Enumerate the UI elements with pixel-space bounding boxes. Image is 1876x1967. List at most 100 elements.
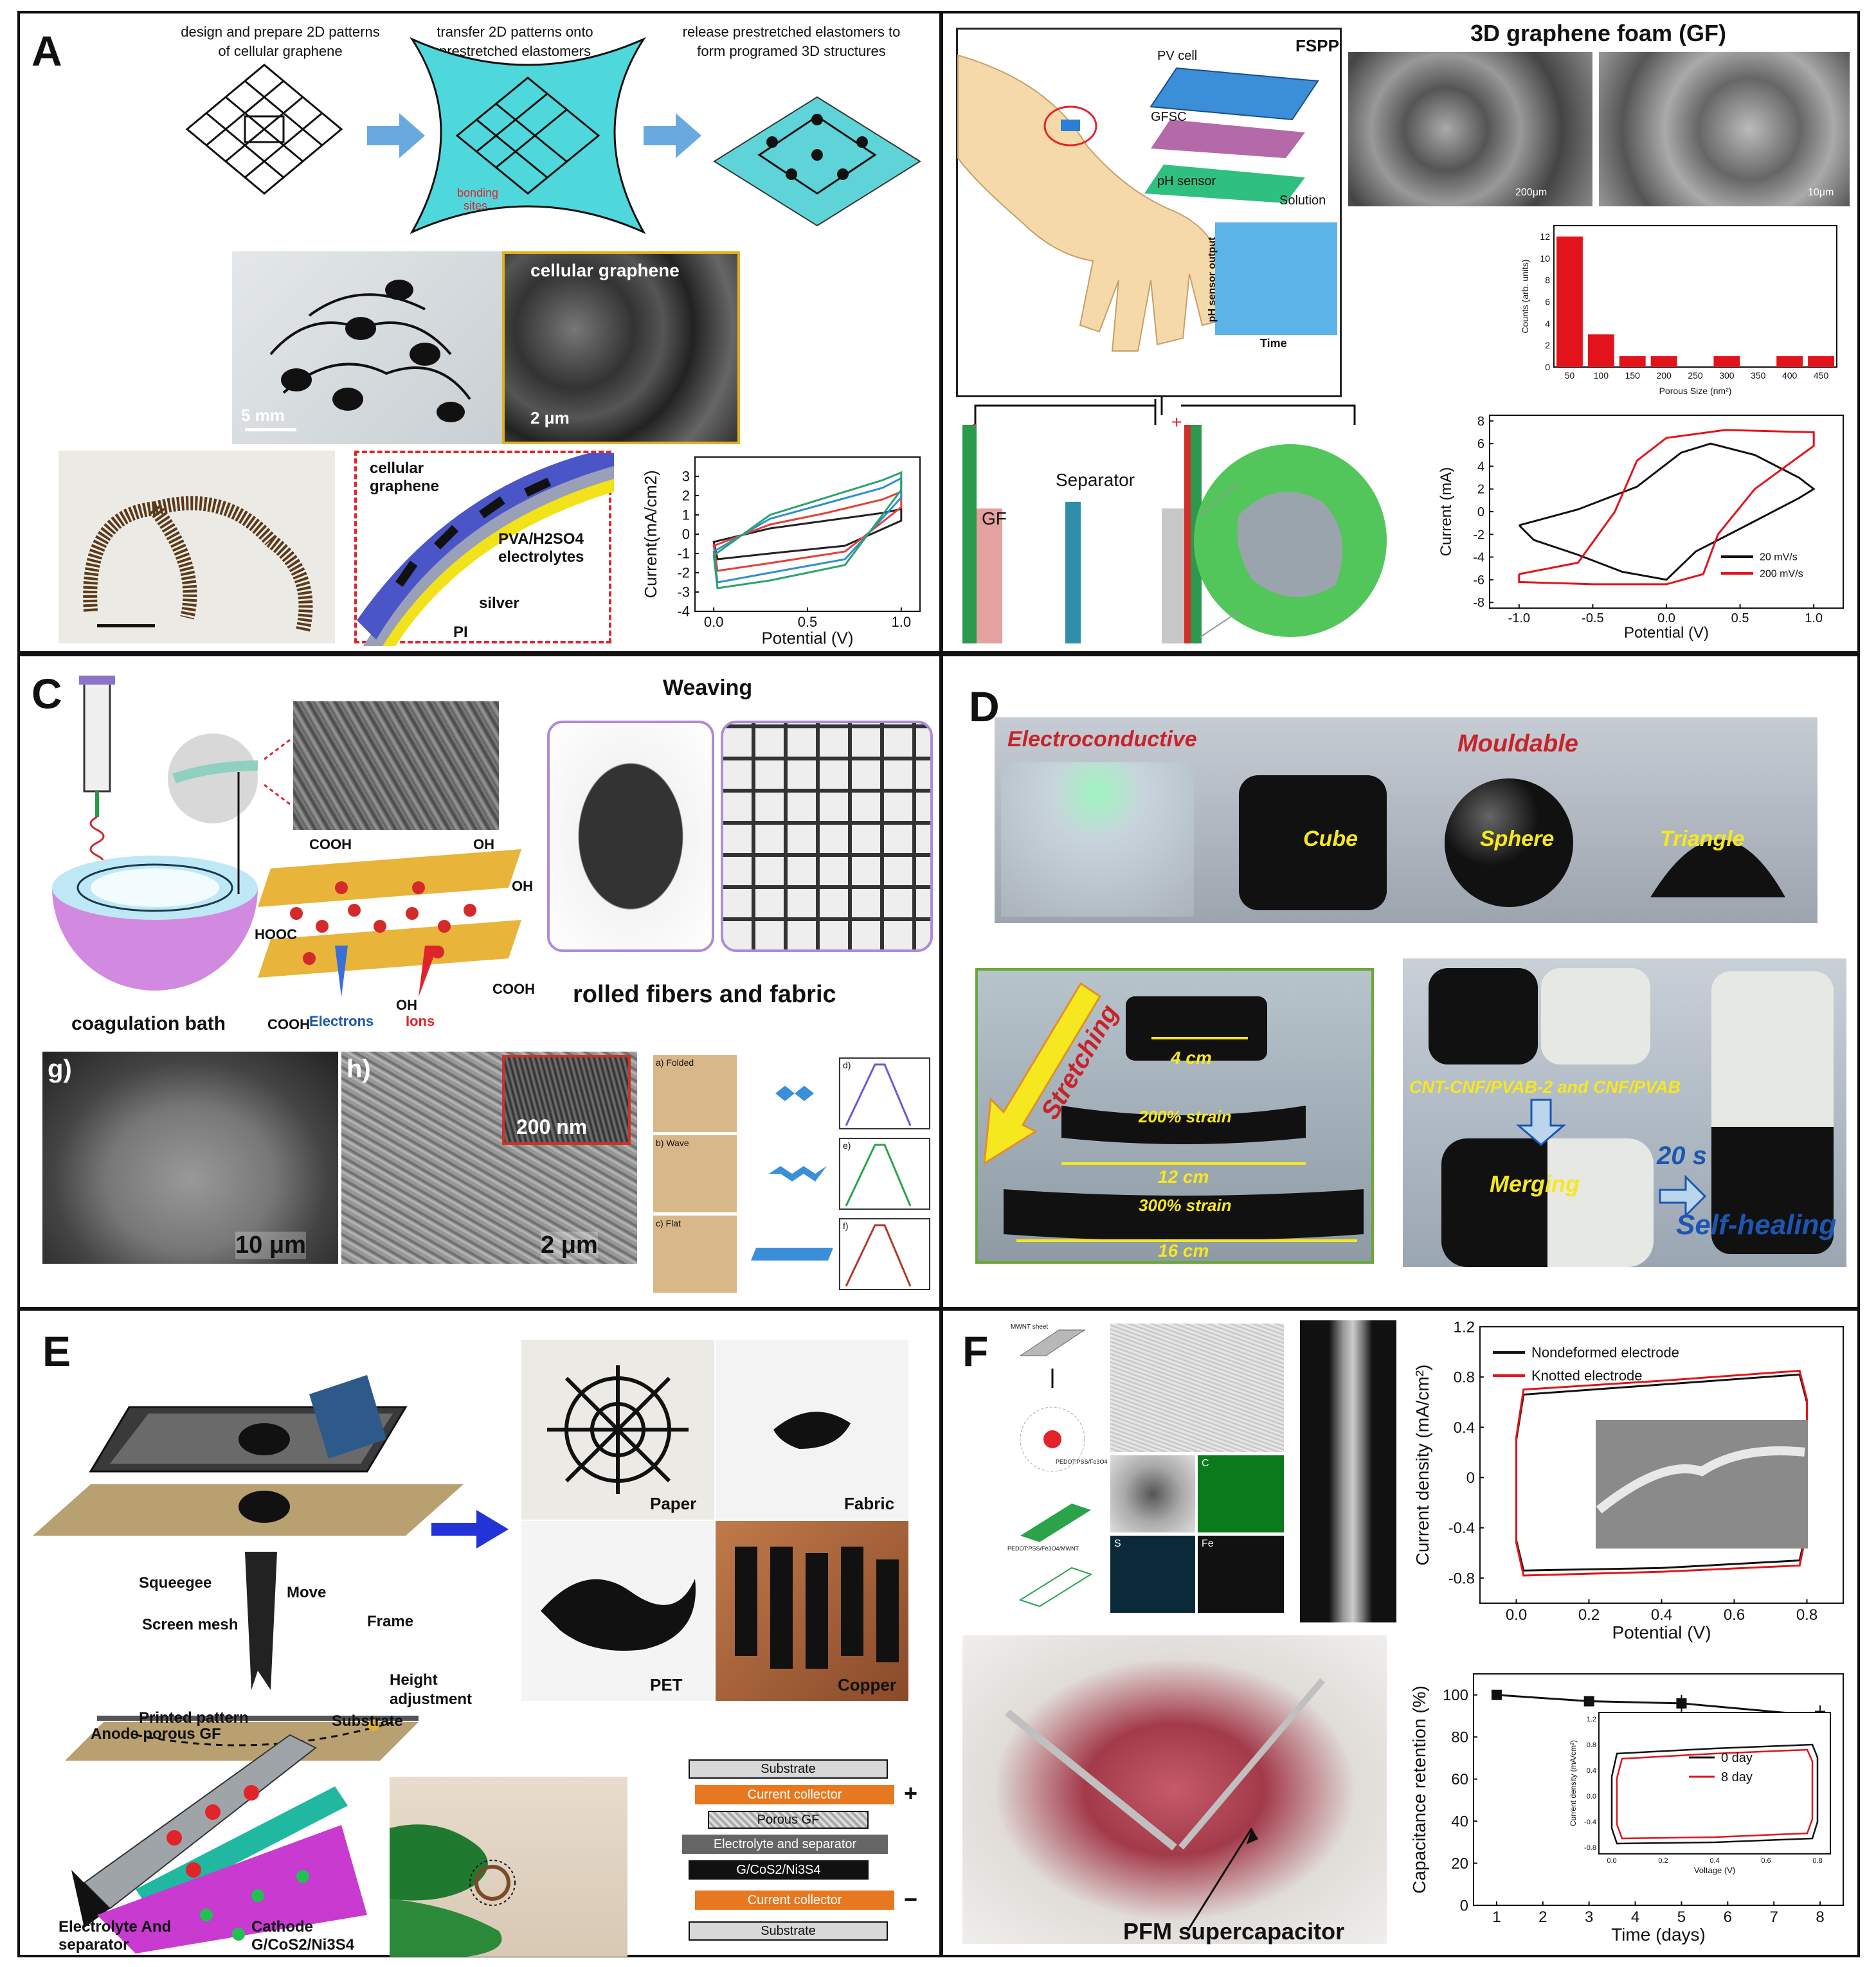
y-axis-label: Counts (arb. units)	[1520, 259, 1530, 333]
series-line	[712, 471, 903, 589]
triangle-gel	[1650, 840, 1785, 897]
merging-gel	[1441, 1138, 1654, 1267]
histogram-bar	[1587, 334, 1614, 367]
hand-illustration	[957, 54, 1337, 352]
white-gel	[1541, 968, 1650, 1064]
electrode-scheme	[71, 1734, 367, 1954]
terminal-minus: −	[904, 1886, 918, 1912]
y-tick-label: 20	[1451, 1855, 1468, 1873]
x-tick-label: 300	[1719, 370, 1735, 381]
device-label: Separator	[1056, 470, 1135, 490]
panel-letter: C	[32, 670, 62, 717]
instruments	[1005, 1678, 1325, 1932]
series-line	[1610, 1743, 1819, 1845]
scale-label: 2 μm	[541, 1232, 598, 1259]
map-label: Fe	[1202, 1538, 1214, 1549]
y-tick-label: 0.8	[1587, 1741, 1596, 1749]
data-point	[1676, 1698, 1687, 1709]
wet-spinning-scheme	[52, 676, 521, 997]
carrier-label: Electrons	[309, 1013, 374, 1029]
series-line	[712, 490, 903, 572]
plot-letter: f)	[843, 1221, 849, 1231]
series-line	[712, 508, 903, 561]
x-tick-label: 1.0	[1805, 611, 1823, 625]
prestretched-elastomer	[410, 37, 646, 235]
x-tick-label: 1.0	[892, 614, 912, 630]
part-label: Screen mesh	[142, 1616, 239, 1633]
y-tick-label: 8	[1477, 415, 1484, 429]
y-tick-label: 4	[1545, 318, 1550, 328]
substrate-photo-pet: PET	[521, 1521, 714, 1701]
legend-label: 0 day	[1721, 1751, 1753, 1765]
y-tick-label: -1	[677, 546, 690, 562]
scale-label: 5 mm	[241, 406, 285, 425]
strain-label: 300% strain	[1139, 1196, 1232, 1215]
substrate-label: PET	[650, 1675, 683, 1694]
plot-frame	[1553, 225, 1837, 368]
y-tick-label: 1	[682, 507, 690, 523]
dragon-print	[541, 1579, 696, 1651]
coiled-fiber-photo	[59, 451, 335, 643]
mode-photo	[653, 1055, 737, 1132]
tem-image	[1110, 1324, 1284, 1452]
x-tick-label: -0.5	[1582, 611, 1603, 625]
stack-layer: Current collector	[695, 1891, 894, 1910]
knotted-fiber	[1596, 1446, 1805, 1514]
legend-label: Knotted electrode	[1531, 1368, 1642, 1384]
y-tick-label: 0	[1460, 1897, 1468, 1914]
x-tick-label: 150	[1625, 370, 1641, 381]
step-text: design and prepare 2D patterns of cellul…	[181, 24, 380, 59]
eds-c: C	[1198, 1455, 1284, 1532]
scale-label: 10 μm	[235, 1232, 306, 1259]
part-label: Move	[287, 1584, 327, 1601]
part-label: Squeegee	[139, 1574, 212, 1592]
component-label: GFSC	[1151, 110, 1187, 124]
x-axis-label: Voltage (V)	[1694, 1865, 1735, 1875]
y-tick-label: 0	[1545, 362, 1550, 372]
x-tick-label: 100	[1594, 370, 1609, 381]
layer-schematic: cellular graphene PVA/H2SO4 electrolytes…	[354, 451, 614, 646]
shape-label: Sphere	[1480, 827, 1555, 851]
y-tick-label: -0.4	[1448, 1520, 1475, 1537]
histogram-bar	[1808, 356, 1834, 367]
map-label: C	[1202, 1458, 1209, 1469]
weaving-title: Weaving	[663, 676, 753, 700]
cube-gel	[1239, 775, 1387, 910]
fiber-sem	[293, 701, 499, 830]
x-tick-label: 0.0	[1607, 1857, 1616, 1865]
x-tick-label: 7	[1770, 1909, 1778, 1926]
process-arrow	[431, 1510, 509, 1549]
y-tick-label: -4	[1473, 551, 1484, 565]
capsule-photo: PFM supercapacitor	[962, 1635, 1387, 1945]
electro-title: Electroconductive	[1007, 727, 1197, 751]
legend-label: 8 day	[1721, 1770, 1753, 1784]
x-tick-label: 450	[1814, 370, 1829, 381]
component-label: pH sensor	[1157, 174, 1216, 188]
y-tick-label: 4	[1477, 460, 1484, 474]
process-arrow	[367, 113, 425, 158]
mode-icons	[751, 1057, 930, 1290]
inset-ylabel: pH sensor output	[1207, 237, 1218, 323]
mode-label: b) Wave	[656, 1138, 689, 1148]
y-tick-label: 10	[1540, 253, 1550, 264]
x-tick-label: 6	[1724, 1909, 1732, 1926]
y-tick-label: 12	[1540, 231, 1550, 242]
part-label: Printed pattern	[139, 1709, 249, 1727]
electrode-label: Electrolyte And separator	[59, 1918, 172, 1954]
y-tick-label: 2	[1477, 483, 1484, 497]
y-tick-label: 80	[1451, 1729, 1468, 1747]
data-point	[1491, 1689, 1502, 1700]
bath-label: coagulation bath	[71, 1013, 226, 1034]
x-tick-label: 250	[1688, 370, 1703, 381]
x-tick-label: 0.8	[1796, 1606, 1817, 1624]
substrate-label: Paper	[650, 1494, 697, 1513]
electrode-label: Anode porous GF	[91, 1725, 221, 1743]
y-axis-label: Current density (mA/cm²)	[1569, 1740, 1578, 1826]
x-tick-label: 0.0	[1506, 1606, 1527, 1624]
process-arrows	[1515, 1099, 1707, 1218]
y-tick-label: 0	[1477, 505, 1484, 519]
part-label: Height adjustment	[390, 1671, 473, 1708]
panel-letter: A	[32, 27, 62, 75]
